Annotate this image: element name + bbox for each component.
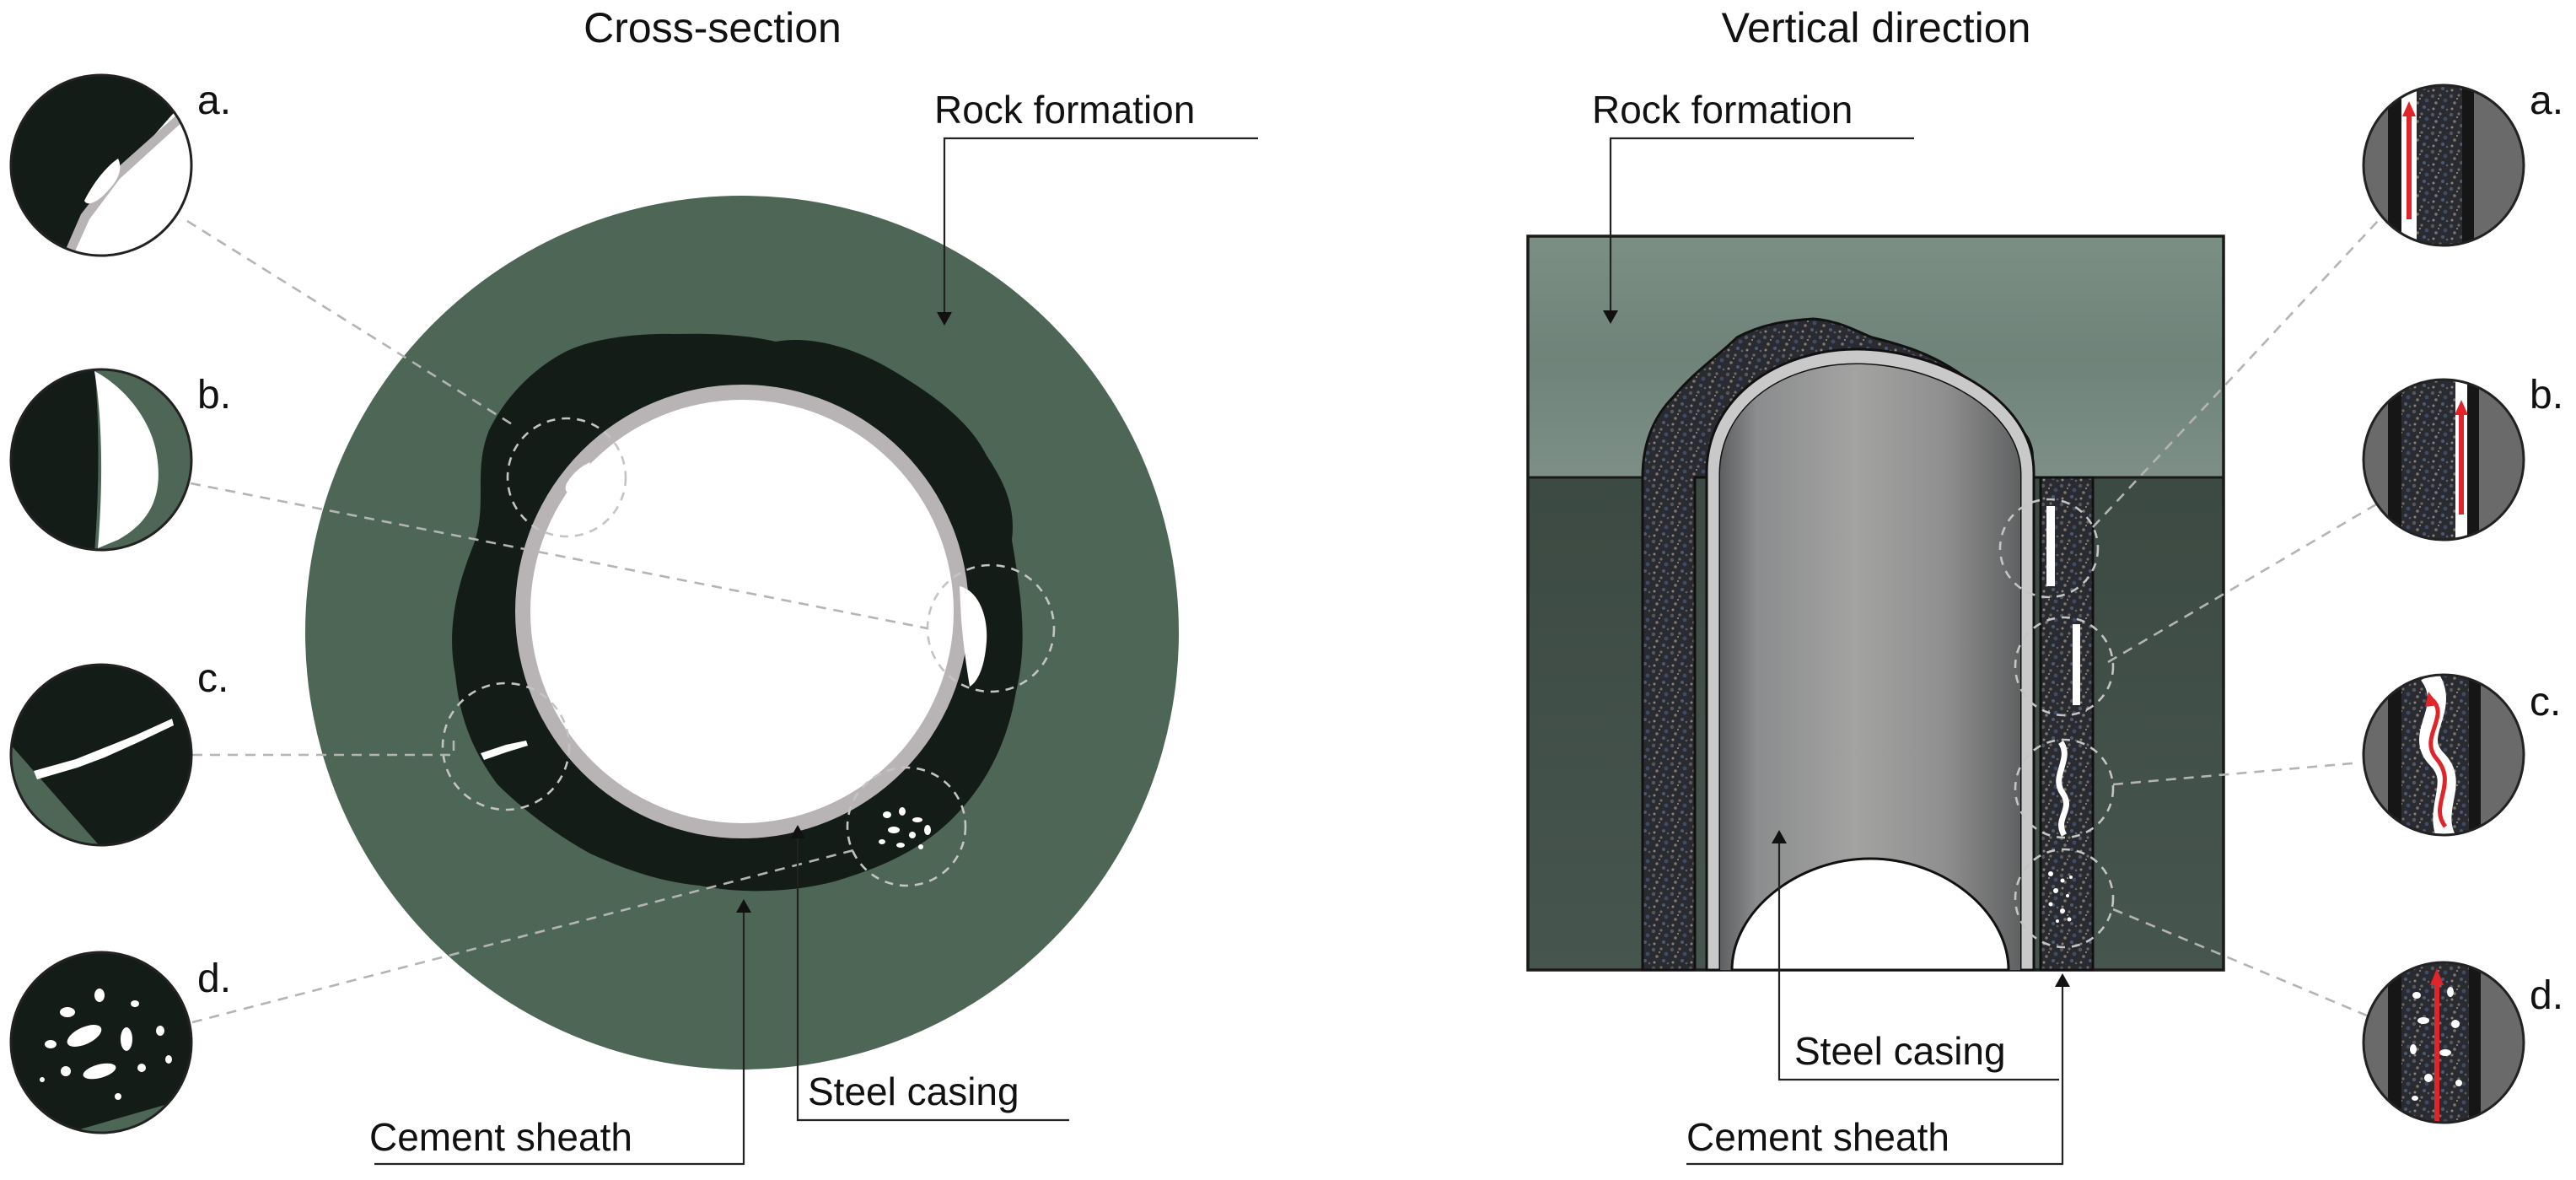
v-inset-a-border	[2362, 84, 2525, 247]
v-casing-interior	[1720, 364, 2020, 970]
defect-pores-d	[879, 807, 931, 849]
v-rock-formation-callout: Rock formation	[1592, 88, 1914, 324]
v-defect-c	[2056, 740, 2070, 837]
cs-inset-label-b: b.	[197, 373, 231, 418]
defect-crack-c	[481, 741, 528, 760]
cs-steel-casing-label: Steel casing	[808, 1070, 1019, 1113]
v-casing-bottom-opening	[1730, 857, 2010, 972]
v-inset-d	[2364, 962, 2524, 1123]
v-defect-b	[2073, 624, 2080, 705]
cs-rock-formation-callout: Rock formation	[934, 88, 1258, 326]
v-highlight-c	[2014, 738, 2115, 839]
v-inset-c-border	[2362, 673, 2525, 837]
cs-inset-label-c: c.	[197, 656, 229, 701]
v-inset-b	[2364, 380, 2524, 540]
highlight-circle-d	[846, 766, 967, 887]
inset-c-border	[9, 663, 193, 847]
cs-rock-formation-label: Rock formation	[934, 88, 1195, 132]
inset-a-border	[9, 73, 193, 257]
v-inset-d-border	[2362, 961, 2525, 1124]
v-inset-a	[2364, 85, 2524, 245]
inset-b-border	[9, 368, 193, 552]
v-cement-sheath-label: Cement sheath	[1686, 1115, 1949, 1159]
cs-inset-label-a: a.	[197, 78, 231, 123]
cs-cement-sheath-callout: Cement sheath	[369, 899, 751, 1166]
defect-microannulus-a	[565, 462, 590, 493]
highlight-circle-c	[441, 682, 571, 811]
v-steel-casing-label: Steel casing	[1794, 1029, 2006, 1073]
v-steel-casing-callout: Steel casing	[1772, 830, 2059, 1081]
cross-section-title: Cross-section	[583, 4, 842, 51]
defect-gap-b	[960, 586, 987, 687]
v-highlight-a	[1998, 498, 2100, 599]
cs-steel-casing-callout: Steel casing	[790, 825, 1069, 1122]
inset-a	[11, 75, 191, 256]
cs-cement-sheath-label: Cement sheath	[369, 1115, 632, 1159]
vertical-direction-title: Vertical direction	[1722, 4, 2031, 51]
inset-d-border	[9, 951, 193, 1134]
cross-section-view	[305, 196, 1179, 1070]
inset-c	[11, 665, 191, 845]
v-inset-label-a: a.	[2530, 78, 2563, 123]
v-defect-d	[2048, 871, 2073, 923]
vertical-section-view	[1526, 234, 2225, 972]
inset-b	[11, 369, 191, 550]
inset-d	[11, 952, 191, 1133]
v-inset-label-b: b.	[2530, 373, 2563, 418]
cs-inset-label-d: d.	[197, 956, 231, 1001]
v-cement-sheath-callout: Cement sheath	[1686, 973, 2070, 1166]
highlight-circle-a	[506, 417, 627, 538]
v-inset-label-d: d.	[2530, 973, 2563, 1018]
v-rock-formation-label: Rock formation	[1592, 88, 1853, 132]
cross-section-connectors	[186, 219, 928, 1024]
casing-bore	[530, 400, 954, 823]
v-inset-label-c: c.	[2530, 680, 2561, 725]
v-highlight-d	[2014, 848, 2115, 949]
vertical-connectors	[2092, 220, 2384, 1024]
v-highlight-b	[2014, 616, 2115, 717]
v-inset-b-border	[2362, 378, 2525, 542]
v-defect-a	[2046, 506, 2055, 586]
v-inset-c	[2364, 675, 2524, 835]
